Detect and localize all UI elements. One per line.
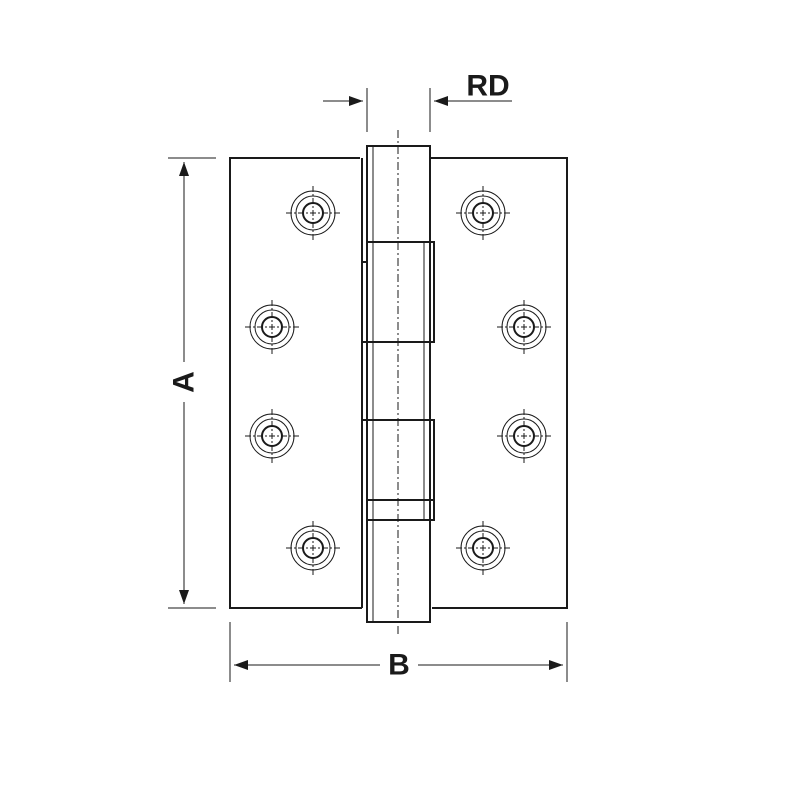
dimension-a-label: A [168,371,201,393]
left-leaf [229,157,362,609]
dimension-rd: RD [323,70,512,132]
screw-hole-left-1 [286,186,340,240]
screw-hole-left-4 [286,521,340,575]
screw-hole-left-2 [245,300,299,354]
screw-hole-left-3 [245,409,299,463]
dimension-b-label: B [388,649,410,682]
screw-hole-right-1 [456,186,510,240]
screw-hole-right-2 [497,300,551,354]
screw-hole-right-4 [456,521,510,575]
dimension-a: A [168,157,216,609]
right-leaf [430,157,568,609]
dimension-b: B [229,622,568,682]
dimension-rd-label: RD [466,70,509,103]
screw-hole-right-3 [497,409,551,463]
screw-holes [245,186,551,575]
